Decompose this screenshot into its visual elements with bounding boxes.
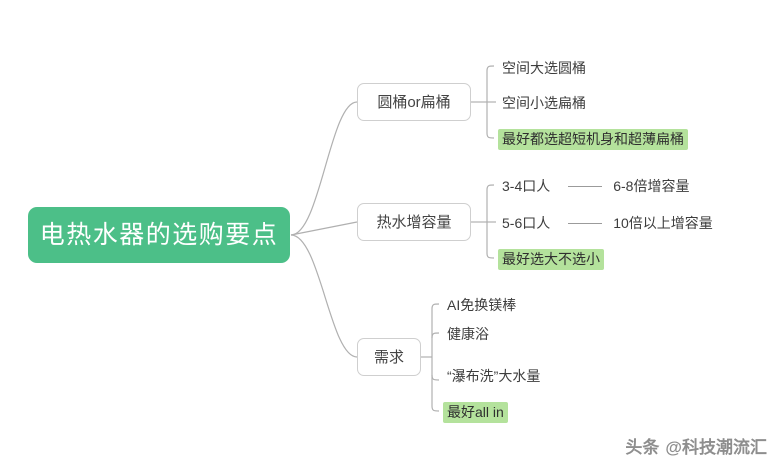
leaf-item[interactable]: 5-6口人 10倍以上增容量 <box>498 212 713 234</box>
leaf-label: “瀑布洗”大水量 <box>447 367 541 384</box>
leaf-label-highlighted: 最好选大不选小 <box>498 248 604 270</box>
leaf-item[interactable]: 空间小选扁桶 <box>498 92 590 114</box>
sub-leaf-label: 6-8倍增容量 <box>613 178 690 194</box>
leaf-item[interactable]: 3-4口人 6-8倍增容量 <box>498 175 689 197</box>
elbow-b2-l2 <box>431 374 440 381</box>
elbow-b0-l2 <box>486 132 495 139</box>
elbow-b2-l0 <box>431 303 440 310</box>
sub-connector-dash <box>568 185 603 187</box>
watermark: 头条 @科技潮流汇 <box>625 439 767 456</box>
leaf-label: AI免换镁棒 <box>447 296 517 313</box>
leaf-label-highlighted: 最好都选超短机身和超薄扁桶 <box>498 128 688 150</box>
leaf-item[interactable]: 最好all in <box>443 401 508 423</box>
watermark-brand: 头条 <box>625 438 660 457</box>
elbow-b1-l0 <box>486 184 495 191</box>
branch-node-1-label: 热水增容量 <box>376 213 452 231</box>
leaf-label-highlighted: 最好all in <box>443 401 508 423</box>
elbow-b1-l2 <box>486 252 495 259</box>
edge-root-branch-2 <box>290 234 358 358</box>
elbow-b0-l0 <box>486 65 495 72</box>
leaf-item[interactable]: 健康浴 <box>443 323 493 345</box>
sub-leaf-label: 10倍以上增容量 <box>613 215 713 231</box>
leaf-item[interactable]: AI免换镁棒 <box>443 294 520 316</box>
branch-node-1[interactable]: 热水增容量 <box>357 203 471 241</box>
root-node[interactable]: 电热水器的选购要点 <box>28 207 290 263</box>
elbow-b2-l1 <box>431 332 440 339</box>
leaf-label: 健康浴 <box>447 325 489 342</box>
edge-root-branch-0 <box>290 101 358 236</box>
root-node-label: 电热水器的选购要点 <box>39 220 279 249</box>
edge-root-branch-1 <box>290 221 358 236</box>
leaf-label: 空间大选圆桶 <box>502 59 586 76</box>
leaf-label: 3-4口人 <box>502 177 551 194</box>
sub-connector-dash <box>568 222 603 224</box>
leaf-label: 空间小选扁桶 <box>502 94 586 111</box>
watermark-handle: @科技潮流汇 <box>665 438 767 457</box>
branch-node-0[interactable]: 圆桶or扁桶 <box>357 83 471 121</box>
leaf-item[interactable]: 最好选大不选小 <box>498 248 604 270</box>
leaf-label: 5-6口人 <box>502 214 551 231</box>
leaf-item[interactable]: “瀑布洗”大水量 <box>443 365 544 387</box>
leaf-item[interactable]: 最好都选超短机身和超薄扁桶 <box>498 128 688 150</box>
elbow-b2-l3 <box>431 405 440 412</box>
branch-node-0-label: 圆桶or扁桶 <box>377 93 451 111</box>
leaf-item[interactable]: 空间大选圆桶 <box>498 57 590 79</box>
branch-node-2[interactable]: 需求 <box>357 338 421 376</box>
branch-node-2-label: 需求 <box>373 348 404 366</box>
